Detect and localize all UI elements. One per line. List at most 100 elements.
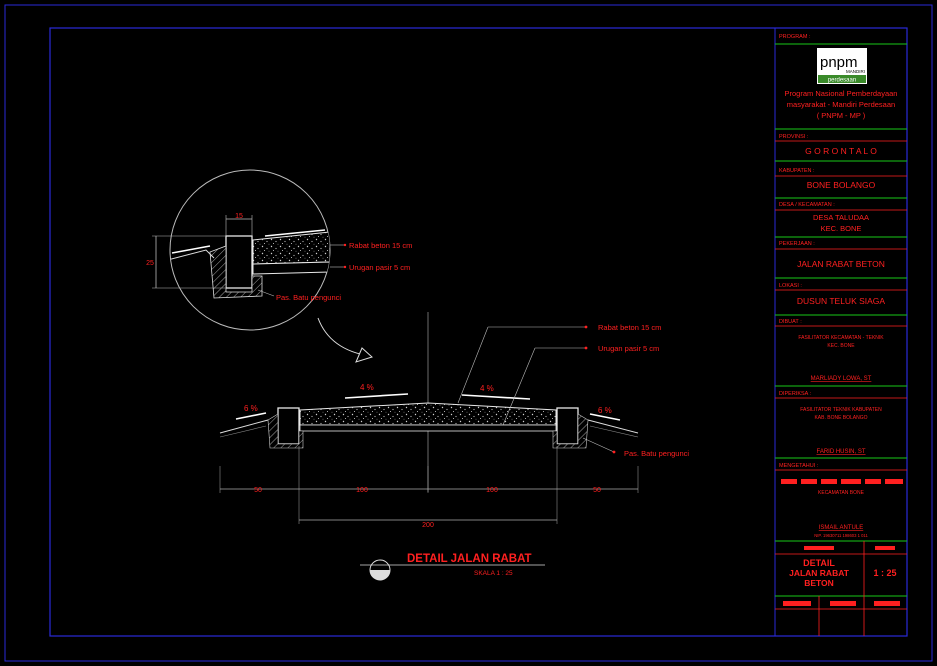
curb-left (277, 407, 300, 445)
detail-sand-layer (252, 261, 330, 275)
approved-bar-5 (865, 479, 881, 484)
callout-sand: Urugan pasir 5 cm (598, 344, 659, 353)
program-label: PROGRAM : (779, 34, 811, 40)
callout-concrete: Rabat beton 15 cm (598, 323, 661, 332)
detail-dim-25: 25 (146, 260, 154, 267)
detail-slab (252, 231, 330, 265)
detail-callout-concrete: Rabat beton 15 cm (349, 241, 412, 250)
detail-stone-hatch (209, 245, 263, 299)
program-name-line-3: ( PNPM - MP ) (817, 111, 866, 120)
regency-value: BONE BOLANGO (807, 180, 876, 190)
ground-left-under (219, 425, 267, 438)
approved-label: MENGETAHUI : (779, 463, 819, 469)
concrete-slab (299, 402, 557, 426)
program-name-line-1: Program Nasional Pemberdayaan (785, 89, 898, 98)
detail-leader-dot-2 (343, 265, 347, 269)
callout-stone: Pas. Batu pengunci (624, 449, 689, 458)
curb-right (556, 407, 579, 445)
sheet-cell-bar-1 (783, 601, 811, 606)
dim-50-right: 50 (593, 487, 601, 494)
approved-role: KECAMATAN BONE (818, 490, 865, 496)
approved-bar-1 (781, 479, 797, 484)
made-by-label: DIBUAT : (779, 319, 802, 325)
detail-slope-arrow (171, 245, 211, 254)
leader-dot-concrete (584, 325, 588, 329)
sheet-cell-bar-2 (830, 601, 856, 606)
location-value: DUSUN TELUK SIAGA (797, 296, 886, 306)
title-cell-bar-2 (875, 546, 895, 550)
made-by-role-2: KEC. BONE (827, 343, 855, 349)
detail-dim-15: 15 (235, 213, 243, 220)
checked-role-1: FASILITATOR TEKNIK KABUPATEN (800, 407, 882, 413)
checked-label: DIPERIKSA : (779, 391, 812, 397)
title-cell-bar-1 (804, 546, 834, 550)
program-name-line-2: masyarakat - Mandiri Perdesaan (787, 100, 895, 109)
province-label: PROVINSI : (779, 134, 809, 140)
regency-label: KABUPATEN : (779, 168, 815, 174)
approved-nip: NIP. 19630711 198603 1 011 (814, 533, 868, 538)
pnpm-logo-perdesaan: perdesaan (828, 78, 856, 84)
detail-callout-stone: Pas. Batu pengunci (276, 293, 341, 302)
checked-role-2: KAB. BONE BOLANGO (814, 415, 867, 421)
drawing-title-line-2: JALAN RABAT (789, 568, 850, 578)
ground-left (219, 419, 269, 434)
title-block-scale: 1 : 25 (873, 568, 896, 578)
ground-right (587, 419, 639, 434)
pnpm-logo: pnpm MANDIRI perdesaan (817, 48, 867, 84)
slope-label-left-road: 4 % (360, 383, 374, 392)
dim-50-left: 50 (254, 487, 262, 494)
detail-leader-3 (257, 289, 275, 297)
location-label: LOKASI : (779, 283, 802, 289)
slope-arrow-left-road (344, 393, 409, 399)
title-marker-half (370, 570, 390, 580)
made-by-name: MARLIADY LOWA, ST (811, 376, 872, 382)
village-line-2: KEC. BONE (821, 224, 862, 233)
ground-right-under (589, 425, 639, 438)
detail-ground-left (170, 249, 215, 263)
drawing-title: DETAIL JALAN RABAT (407, 553, 532, 565)
dim-100-right: 100 (486, 487, 498, 494)
dim-total-200: 200 (422, 522, 434, 529)
drawing-title-group: DETAIL JALAN RABAT SKALA 1 : 25 (360, 553, 545, 581)
work-label: PEKERJAAN : (779, 241, 815, 247)
pnpm-logo-text: pnpm (820, 54, 858, 71)
drawing-title-line-1: DETAIL (803, 558, 835, 568)
village-line-1: DESA TALUDAA (813, 213, 869, 222)
drawing-title-line-3: BETON (804, 578, 834, 588)
detail-leader-dot-1 (343, 243, 347, 247)
work-value: JALAN RABAT BETON (797, 259, 885, 269)
approved-bar-4 (841, 479, 861, 484)
drawing-frame (49, 27, 908, 637)
pnpm-logo-mandiri: MANDIRI (846, 69, 865, 74)
dim-100-left: 100 (356, 487, 368, 494)
sand-layer (299, 424, 557, 432)
road-cross-section: 6 % 4 % 4 % 6 % Rabat beton 15 cm Urugan… (219, 312, 689, 529)
detail-curb (225, 235, 253, 289)
slope-label-right-shoulder: 6 % (598, 406, 612, 415)
slope-arrow-left-shoulder (235, 412, 267, 420)
approved-bar-6 (885, 479, 903, 484)
village-label: DESA / KECAMATAN : (779, 202, 835, 208)
leader-dot-sand (584, 346, 588, 350)
made-by-role-1: FASILITATOR KECAMATAN - TEKNIK (798, 335, 884, 341)
slope-arrow-right-shoulder (589, 413, 621, 421)
approved-name: ISMAIL ANTULE (819, 525, 863, 531)
slope-label-right-road: 4 % (480, 384, 494, 393)
stone-hatch-right (552, 413, 589, 449)
title-block: PROGRAM : pnpm MANDIRI perdesaan Program… (774, 28, 907, 636)
detail-top-arrow (264, 229, 326, 237)
sheet-cell-bar-3 (874, 601, 900, 606)
detail-pointer-arrowhead (355, 347, 373, 363)
leader-concrete (457, 326, 489, 404)
approved-bar-2 (801, 479, 817, 484)
detail-callout-sand: Urugan pasir 5 cm (349, 263, 410, 272)
leader-dot-stone (612, 450, 616, 454)
checked-name: FARID HUSIN, ST (816, 449, 865, 455)
slope-arrow-right-road (461, 394, 531, 400)
outer-frame (4, 4, 933, 662)
approved-bar-3 (821, 479, 837, 484)
province-value: G O R O N T A L O (805, 146, 877, 156)
leader-stone (582, 437, 615, 453)
detail-callout: 15 25 Rabat beton 15 cm Urugan pasir 5 c… (146, 169, 412, 331)
stone-hatch-left (267, 413, 304, 449)
